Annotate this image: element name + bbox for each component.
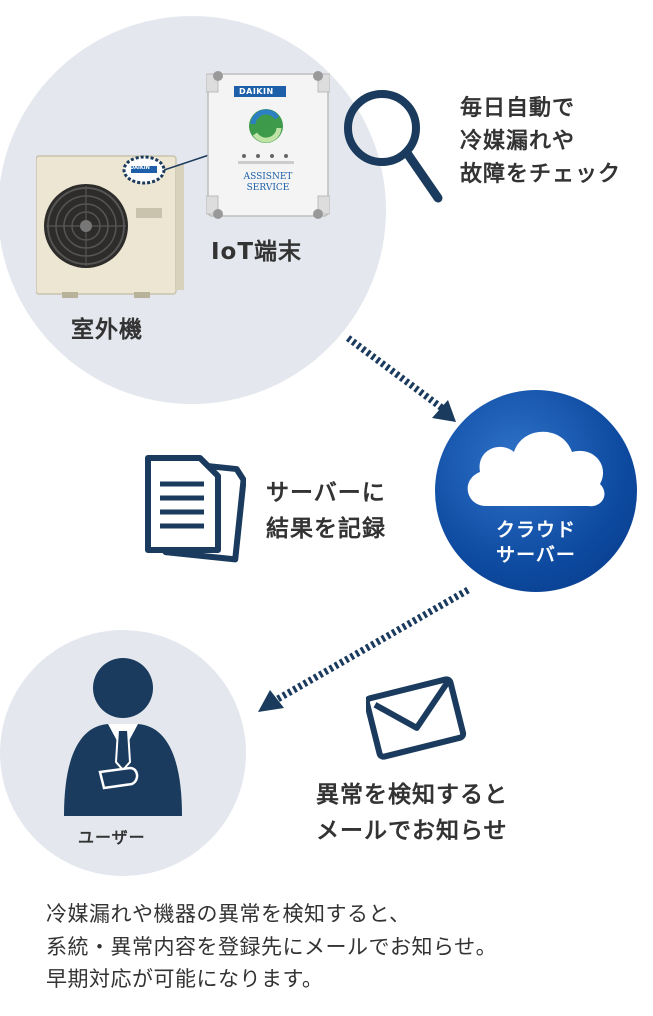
iot-device-label: IoT端末	[211, 239, 303, 265]
document-icon	[140, 452, 246, 564]
record-text-line1: サーバーに	[266, 480, 386, 506]
check-text-line2: 冷媒漏れや	[460, 129, 576, 154]
outdoor-unit-brand: DAIKIN	[130, 165, 150, 171]
iot-device-brand: DAIKIN	[239, 87, 274, 96]
iot-service-name-line1: ASSISNET	[243, 172, 293, 182]
caption-line1: 冷媒漏れや機器の異常を検知すると、	[46, 902, 411, 926]
mail-icon	[366, 672, 474, 764]
arrow-to-cloud	[340, 330, 470, 430]
caption: 冷媒漏れや機器の異常を検知すると、 系統・異常内容を登録先にメールでお知らせ。 …	[46, 898, 646, 996]
cloud-icon	[458, 418, 616, 518]
check-text-line1: 毎日自動で	[460, 96, 576, 121]
caption-line2: 系統・異常内容を登録先にメールでお知らせ。	[46, 934, 498, 959]
connector-line	[164, 150, 214, 174]
iot-device-image	[206, 64, 330, 224]
iot-service-name: ASSISNET SERVICE	[226, 172, 310, 194]
user-label: ユーザー	[78, 828, 146, 847]
arrow-to-user	[250, 582, 476, 716]
cloud-label-line2: サーバー	[496, 543, 576, 566]
cloud-label-line1: クラウド	[495, 519, 576, 541]
magnifier-icon	[340, 86, 444, 204]
check-text: 毎日自動で 冷媒漏れや 故障をチェック	[460, 92, 621, 191]
cloud-server-label: クラウド サーバー	[450, 518, 622, 567]
notify-text-line1: 異常を検知すると	[316, 782, 508, 808]
iot-service-name-line2: SERVICE	[246, 182, 290, 193]
notify-text: 異常を検知すると メールでお知らせ	[316, 778, 508, 849]
record-text-line2: 結果を記録	[266, 515, 386, 542]
notify-text-line2: メールでお知らせ	[316, 817, 508, 844]
outdoor-unit-image	[36, 150, 186, 300]
check-text-line3: 故障をチェック	[460, 162, 622, 187]
record-text: サーバーに 結果を記録	[266, 476, 386, 547]
outdoor-unit-label: 室外機	[71, 317, 143, 343]
user-icon	[60, 652, 186, 820]
caption-line3: 早期対応が可能になります。	[46, 967, 324, 992]
